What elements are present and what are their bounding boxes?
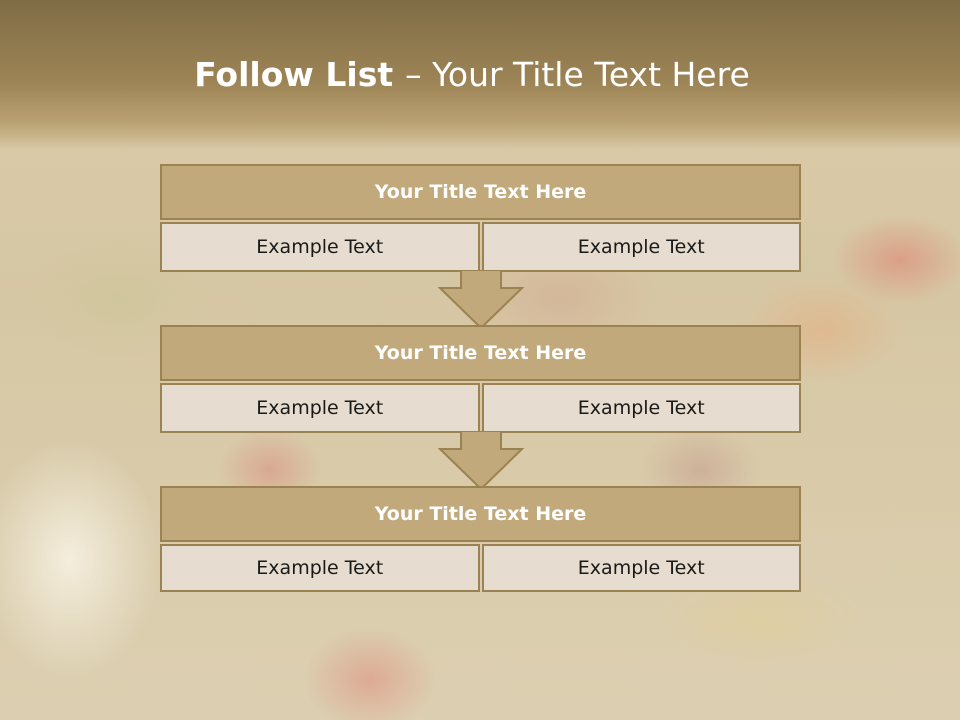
step-row-1: Example Text Example Text (160, 222, 801, 272)
step-title-3: Your Title Text Here (160, 486, 801, 542)
slide-title: Follow List – Your Title Text Here (0, 52, 944, 98)
step-3-left-cell: Example Text (160, 544, 480, 592)
step-block-1: Your Title Text Here Example Text Exampl… (160, 164, 801, 272)
step-1-left-cell: Example Text (160, 222, 480, 272)
title-band (0, 0, 960, 150)
step-1-right-cell: Example Text (481, 222, 801, 272)
step-3-right-cell: Example Text (481, 544, 801, 592)
step-title-2: Your Title Text Here (160, 325, 801, 381)
step-title-1: Your Title Text Here (160, 164, 801, 220)
step-block-3: Your Title Text Here Example Text Exampl… (160, 486, 801, 592)
step-row-2: Example Text Example Text (160, 383, 801, 433)
step-block-2: Your Title Text Here Example Text Exampl… (160, 325, 801, 433)
down-arrow-icon (438, 431, 524, 491)
step-2-right-cell: Example Text (481, 383, 801, 433)
slide-title-rest: – Your Title Text Here (405, 55, 750, 94)
step-row-3: Example Text Example Text (160, 544, 801, 592)
step-2-left-cell: Example Text (160, 383, 480, 433)
down-arrow-icon (438, 270, 524, 330)
slide-title-bold: Follow List (194, 55, 394, 94)
